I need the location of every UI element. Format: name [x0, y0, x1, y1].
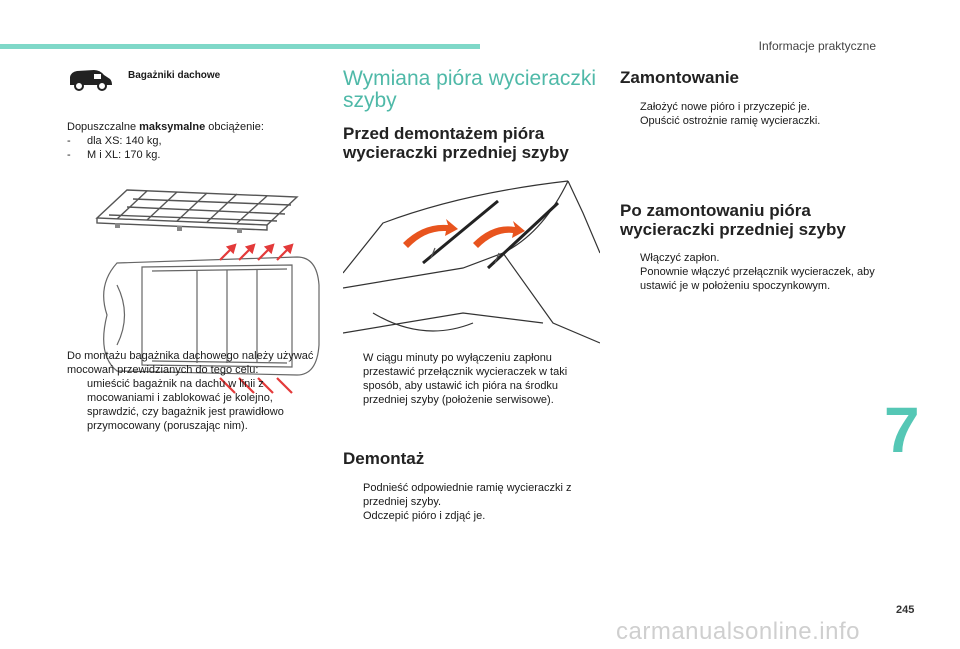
watermark: carmanualsonline.info	[616, 618, 860, 645]
list-item: Odczepić pióro i zdjąć je.	[363, 510, 486, 522]
list-item: Ponownie włączyć przełącznik wycieraczek…	[640, 266, 875, 292]
installation-heading: Zamontowanie	[620, 68, 740, 87]
list-item: -M i XL: 170 kg.	[67, 149, 161, 161]
after-installation-heading: Po zamontowaniu pióra wycieraczki przedn…	[620, 201, 846, 239]
list-item: sprawdzić, czy bagażnik jest prawidłowo …	[87, 406, 284, 432]
list-item: Założyć nowe pióro i przyczepić je.	[640, 101, 810, 113]
section-title: Informacje praktyczne	[758, 39, 876, 53]
mount-instructions: Do montażu bagażnika dachowego należy uż…	[67, 350, 314, 376]
list-item: Włączyć zapłon.	[640, 252, 720, 264]
chapter-number: 7	[884, 394, 920, 466]
van-icon	[70, 70, 112, 91]
list-item: umieścić bagażnik na dachu w linii z moc…	[87, 378, 273, 404]
list-item: W ciągu minuty po wyłączeniu zapłonu prz…	[363, 352, 568, 406]
list-item: Opuścić ostrożnie ramię wycieraczki.	[640, 115, 821, 127]
page-number: 245	[896, 604, 915, 616]
wiper-title: Wymiana pióra wycieraczki szyby	[343, 67, 597, 112]
windscreen-wiper-illustration	[343, 180, 600, 344]
list-item: Podnieść odpowiednie ramię wycieraczki z…	[363, 482, 572, 508]
roof-rack-illustration	[95, 189, 320, 394]
before-removal-heading: Przed demontażem pióra wycieraczki przed…	[343, 124, 569, 162]
top-accent-bar	[0, 44, 480, 49]
load-intro: Dopuszczalne maksymalne obciążenie:	[67, 121, 264, 133]
removal-heading: Demontaż	[343, 449, 425, 468]
roof-rack-title: Bagażniki dachowe	[128, 70, 221, 81]
list-item: -dla XS: 140 kg,	[67, 135, 162, 147]
